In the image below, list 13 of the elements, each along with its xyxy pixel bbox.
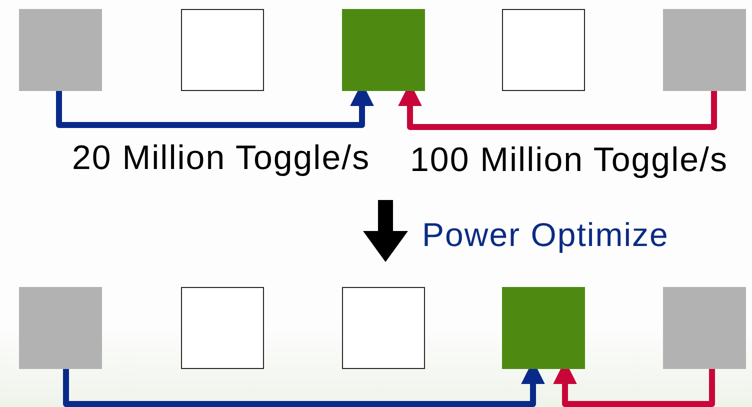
highlighted-block bbox=[502, 287, 585, 369]
highlighted-block bbox=[342, 9, 425, 91]
io-block bbox=[19, 287, 102, 369]
io-block bbox=[663, 287, 746, 369]
edge-label: 100 Million Toggle/s bbox=[410, 141, 728, 179]
cell-box bbox=[181, 9, 264, 91]
cell-box bbox=[342, 287, 425, 369]
step-label: Power Optimize bbox=[422, 216, 669, 254]
io-block bbox=[19, 9, 102, 91]
edge-label: 20 Million Toggle/s bbox=[72, 139, 370, 177]
cell-box bbox=[502, 9, 585, 91]
io-block bbox=[663, 9, 746, 91]
cell-box bbox=[181, 287, 264, 369]
